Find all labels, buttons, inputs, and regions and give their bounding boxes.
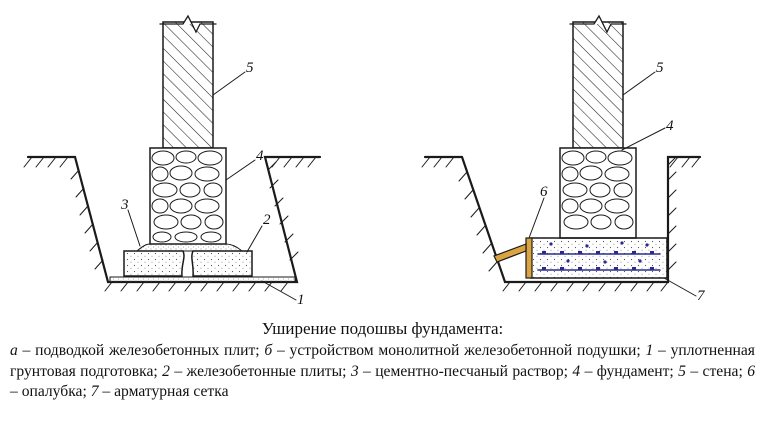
caption-key-1: 1 xyxy=(645,342,654,359)
caption-key-3: 3 xyxy=(350,362,359,380)
caption-text-4: – фундамент; xyxy=(580,362,679,380)
wall-left xyxy=(162,21,214,149)
compacted-soil-bedding xyxy=(109,276,296,283)
caption-key-5: 5 xyxy=(678,362,686,380)
monolithic-rc-cushion xyxy=(530,237,668,279)
caption-text-6: – опалубка; xyxy=(10,383,91,400)
caption-text-1: – уплотненная грунтовая подготовка; xyxy=(10,342,755,380)
label-4-right: 4 xyxy=(666,118,674,134)
rubble-stones-left xyxy=(151,150,224,243)
label-6-right: 6 xyxy=(540,184,548,200)
rubble-foundation-left xyxy=(149,147,227,245)
rc-plate-left-a xyxy=(123,250,185,277)
caption-text-7: – арматурная сетка xyxy=(98,383,229,400)
cement-sand-mortar xyxy=(135,243,244,252)
caption-key-4: 4 xyxy=(572,362,581,380)
label-4-left: 4 xyxy=(256,148,264,164)
caption-text-3: – цементно-песчаный раствор; xyxy=(358,362,573,380)
wall-right xyxy=(572,21,624,149)
formwork-board xyxy=(525,237,533,279)
foundation-widening-diagram: 5 4 3 2 1 xyxy=(23,14,706,308)
caption-text-a: – подводкой железобетонных плит; xyxy=(17,342,265,359)
rubble-stones-right xyxy=(561,150,634,230)
caption-key-2: 2 xyxy=(162,362,170,380)
rebar-dots xyxy=(542,241,654,271)
rc-plate-left-b xyxy=(191,250,253,277)
label-5-right: 5 xyxy=(656,60,664,76)
label-1-left: 1 xyxy=(297,292,305,308)
caption-title: Уширение подошвы фундамента: xyxy=(261,319,504,338)
label-7-right: 7 xyxy=(697,288,706,304)
caption-text-5: – стена; xyxy=(685,362,748,380)
label-2-left: 2 xyxy=(263,212,271,228)
caption-key-7: 7 xyxy=(90,383,99,400)
drawing-b xyxy=(421,14,702,297)
wall-break-right xyxy=(569,14,627,34)
caption-body: a – подводкой железобетонных плит; б – у… xyxy=(10,341,755,403)
caption-key-6: 6 xyxy=(747,362,755,380)
rubble-foundation-right xyxy=(559,147,637,239)
caption-key-a: a xyxy=(10,342,18,359)
wall-break-left xyxy=(159,14,217,34)
ground-hatch-left xyxy=(23,156,317,292)
label-5-left: 5 xyxy=(246,60,254,76)
caption-key-b: б xyxy=(264,342,273,359)
caption-text-b: – устройством монолитной железобетонной … xyxy=(272,342,646,359)
caption-text-2: – железобетонные плиты; xyxy=(169,362,351,380)
label-3-left: 3 xyxy=(120,197,129,213)
figure-caption: Уширение подошвы фундамента: a – подводк… xyxy=(10,318,755,403)
formwork-strut xyxy=(493,243,527,263)
drawing-a xyxy=(23,14,322,301)
pit-outline-right xyxy=(423,155,702,284)
ground-hatch-right xyxy=(421,156,701,292)
